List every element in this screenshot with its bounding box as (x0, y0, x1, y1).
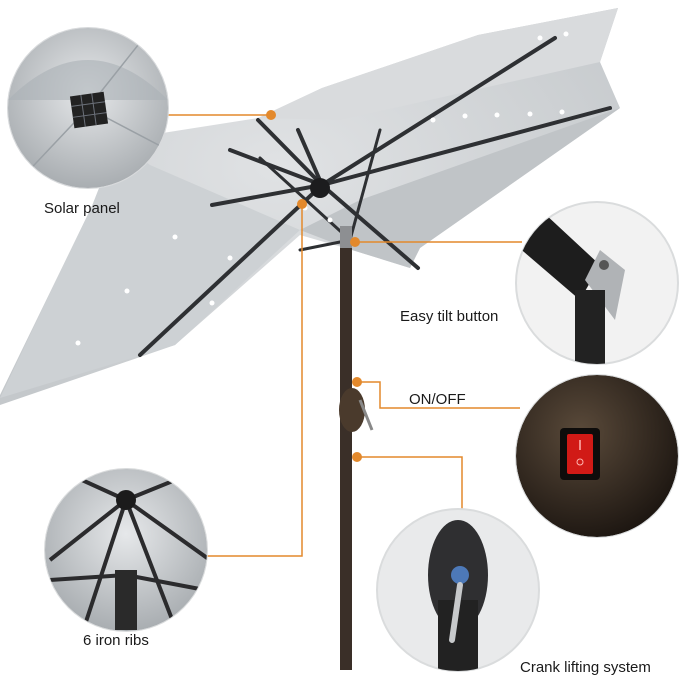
umbrella-hub (310, 178, 330, 198)
iron-ribs-label: 6 iron ribs (83, 632, 149, 649)
solar-panel-icon (69, 91, 109, 129)
iron-ribs-inset (44, 468, 208, 632)
callout-dots (266, 110, 362, 462)
umbrella-canopy (0, 8, 620, 405)
led-lights (75, 31, 569, 355)
umbrella-pole (339, 226, 374, 670)
crank-label: Crank lifting system (520, 659, 651, 676)
on-off-label: ON/OFF (409, 391, 466, 408)
tilt-button-inset (515, 201, 679, 365)
umbrella-ribs (138, 36, 612, 357)
solar-panel-label: Solar panel (44, 200, 120, 217)
callout-lines (168, 114, 522, 557)
tilt-button-label: Easy tilt button (400, 308, 499, 325)
crank-inset (376, 508, 540, 672)
crank-knob-icon (451, 566, 469, 584)
on-off-switch-inset (515, 374, 679, 538)
solar-panel-inset (7, 27, 169, 189)
red-switch-icon (567, 434, 593, 474)
